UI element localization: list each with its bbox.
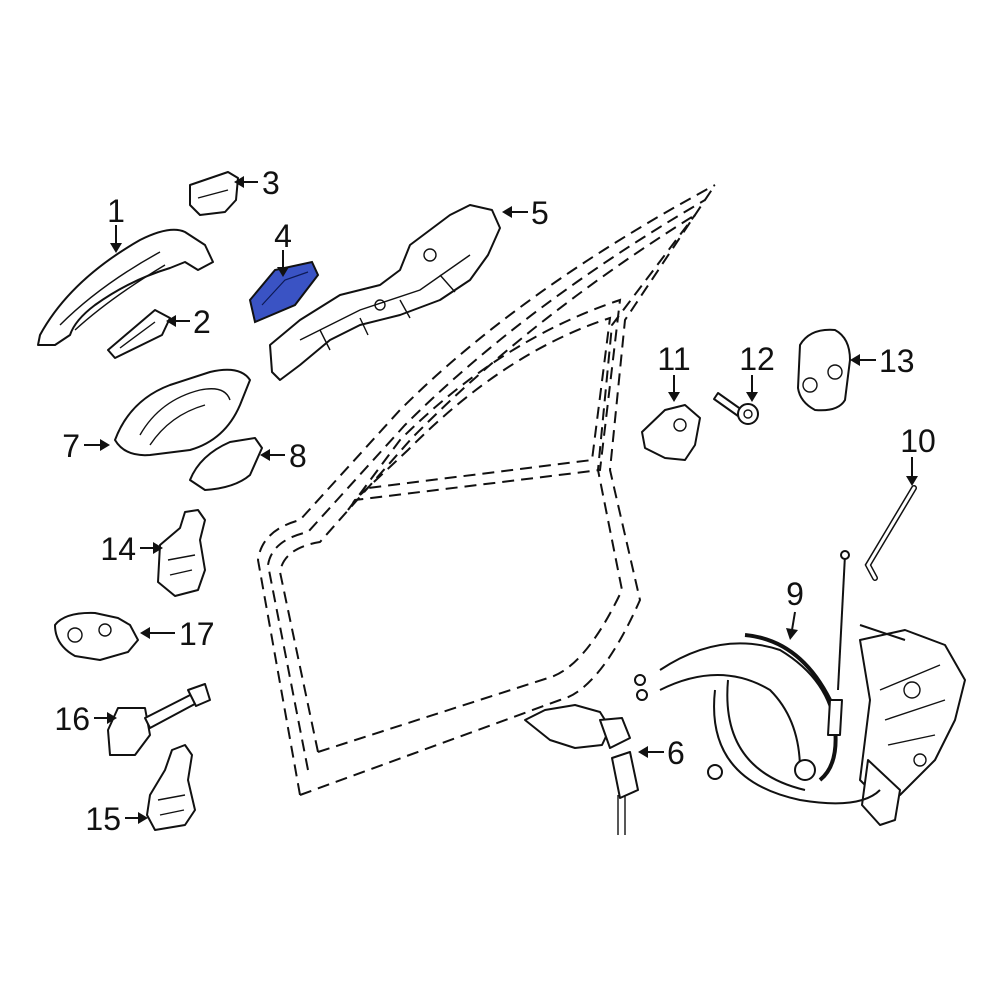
callout-16: 16 <box>54 701 90 737</box>
callout-15: 15 <box>85 801 121 837</box>
handle-gasket-part-highlighted <box>248 260 320 324</box>
callout-2: 2 <box>193 304 211 340</box>
screw-part <box>713 392 759 425</box>
inside-handle-part <box>114 368 251 457</box>
striker-part <box>641 404 701 461</box>
callout-11: 11 <box>657 341 690 377</box>
callout-6: 6 <box>667 735 685 771</box>
bracket-part-15 <box>146 744 196 831</box>
callout-3: 3 <box>262 165 280 201</box>
callout-8: 8 <box>289 438 307 474</box>
callout-9: 9 <box>786 576 804 612</box>
handle-bezel-part <box>107 309 171 359</box>
callout-12: 12 <box>739 341 775 377</box>
inside-handle-cover-part <box>189 437 263 491</box>
callout-14: 14 <box>100 531 136 567</box>
lock-rod-part <box>864 485 917 581</box>
bracket-part-14 <box>157 509 206 597</box>
lock-cylinder-part <box>524 704 639 835</box>
callout-13: 13 <box>879 343 915 379</box>
callout-7: 7 <box>62 428 80 464</box>
callout-5: 5 <box>531 195 549 231</box>
striker-plate-part <box>797 328 851 412</box>
callout-10: 10 <box>900 423 936 459</box>
highlighted-part-shape <box>248 260 320 324</box>
handle-cap-part <box>189 171 239 216</box>
callout-labels: 1 2 3 4 5 6 7 8 9 10 11 12 13 14 15 16 1… <box>54 165 935 837</box>
outside-handle-part <box>37 228 214 346</box>
handle-frame-part <box>269 204 501 381</box>
callout-1: 1 <box>107 193 125 229</box>
callout-17: 17 <box>179 616 215 652</box>
door-check-stopper-part <box>54 611 139 661</box>
door-check-part <box>107 683 211 756</box>
callout-leaders <box>84 176 918 824</box>
door-latch-assembly-part <box>634 550 966 826</box>
door-outline <box>256 184 716 796</box>
callout-4: 4 <box>274 218 292 254</box>
